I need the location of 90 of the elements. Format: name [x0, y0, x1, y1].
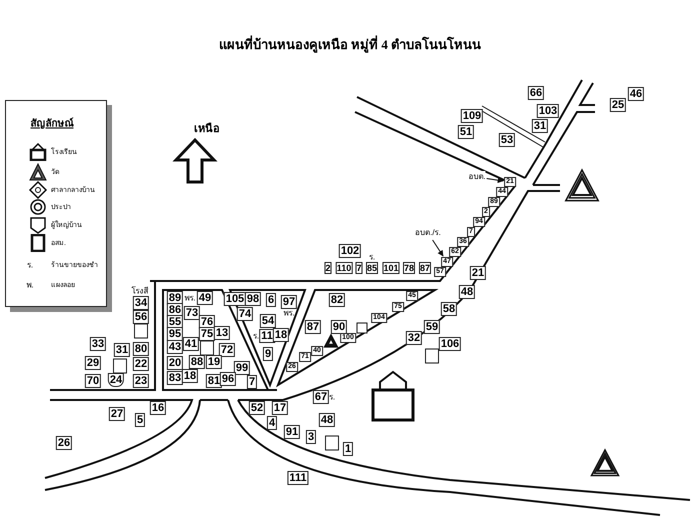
house-number: 74: [236, 307, 254, 321]
house-number: 48: [318, 413, 336, 427]
house-number: 54: [260, 314, 276, 328]
house-number: 73: [184, 306, 200, 320]
house-number: 9: [262, 347, 274, 361]
house-number: 27: [108, 407, 126, 421]
house-number: 66: [528, 86, 544, 100]
house-number: 17: [272, 401, 288, 415]
house-number: 88: [188, 355, 206, 369]
house-number: 102: [338, 244, 362, 258]
map-note: ร.: [328, 392, 336, 404]
house-number: 6: [266, 293, 276, 307]
house-number: 22: [132, 357, 150, 371]
house-number: 82: [328, 293, 346, 307]
house-number: 81: [206, 374, 222, 388]
house-number: 75: [198, 327, 216, 341]
house-number: 87: [304, 320, 322, 334]
house-number: 23: [132, 374, 150, 388]
house-number: 49: [196, 291, 214, 305]
house-number: 52: [248, 401, 266, 415]
house-number: 109: [460, 109, 484, 123]
house-number: 29: [84, 356, 102, 370]
house-number: 2: [324, 262, 332, 274]
house-number: 13: [214, 326, 230, 340]
legend-key: พ.: [26, 278, 34, 292]
house-number: 32: [406, 331, 422, 345]
house-number: 5: [134, 413, 146, 427]
legend-key: ร.: [26, 258, 34, 272]
house-number: 58: [440, 302, 458, 316]
leader-arrow: [432, 240, 444, 256]
house-number: 18: [272, 328, 290, 342]
house-number: 51: [458, 125, 474, 139]
house-number: 111: [287, 471, 309, 485]
house-number: 106: [438, 337, 462, 351]
direction-label: เหนือ: [194, 122, 220, 137]
house-number: 4: [266, 416, 278, 430]
house-number: 103: [536, 104, 560, 118]
house-number: 18: [182, 369, 198, 383]
empty-house-box: [356, 322, 368, 334]
house-number: 19: [206, 355, 222, 369]
house-number: 53: [498, 133, 516, 147]
empty-house-box: [325, 436, 339, 450]
place-label: โรงสี: [132, 285, 148, 298]
empty-house-box: [425, 348, 439, 364]
village-head-house: 24: [108, 373, 124, 387]
house-number: 91: [284, 425, 300, 439]
house-number: 78: [403, 262, 415, 274]
map-note: ร.: [252, 330, 260, 342]
house-number: 97: [280, 295, 298, 309]
house-number: 31: [114, 343, 130, 357]
empty-house-box: [113, 358, 127, 374]
house-number: 110: [336, 262, 352, 274]
house-number: 67: [312, 390, 330, 404]
legend-heading: สัญลักษณ์: [30, 116, 74, 130]
house-number: 87: [419, 262, 431, 274]
house-number: 101: [382, 262, 400, 274]
house-number: 90: [330, 320, 348, 334]
house-number: 7: [246, 375, 258, 389]
map-note: พร.: [283, 308, 295, 320]
house-number: 20: [166, 356, 184, 370]
house-number: 43: [166, 340, 184, 354]
house-number: 83: [166, 371, 184, 385]
house-number: 1: [342, 442, 354, 456]
house-number: 34: [132, 296, 150, 310]
house-number: 7: [356, 262, 362, 274]
house-number: 56: [132, 310, 150, 324]
house-number: 80: [132, 342, 150, 356]
house-number: 99: [234, 361, 250, 375]
house-number: 26: [56, 436, 72, 450]
map-title: แผนที่บ้านหนองคูเหนือ หมู่ที่ 4 ตำบลโนนโหนน: [218, 34, 482, 55]
house-number: 59: [424, 320, 440, 334]
house-number: 33: [90, 337, 106, 351]
house-number: 105: [224, 292, 246, 306]
house-number: 96: [220, 372, 236, 386]
house-number: 41: [182, 337, 200, 351]
house-number: 46: [628, 87, 644, 101]
map-note: ร.: [368, 252, 376, 264]
map-note: พร.: [184, 292, 196, 304]
house-number: 3: [306, 430, 316, 444]
house-number: 48: [458, 285, 476, 299]
house-number: 21: [470, 266, 486, 280]
leader-arrow: [486, 177, 504, 184]
house-number: 25: [610, 98, 626, 112]
house-number: 98: [244, 292, 262, 306]
house-number: 16: [150, 401, 166, 415]
house-number: 31: [532, 119, 548, 133]
house-number: 70: [84, 374, 102, 388]
house-number: 85: [366, 262, 378, 274]
house-number: 72: [218, 343, 236, 357]
house-number: 95: [166, 327, 184, 341]
